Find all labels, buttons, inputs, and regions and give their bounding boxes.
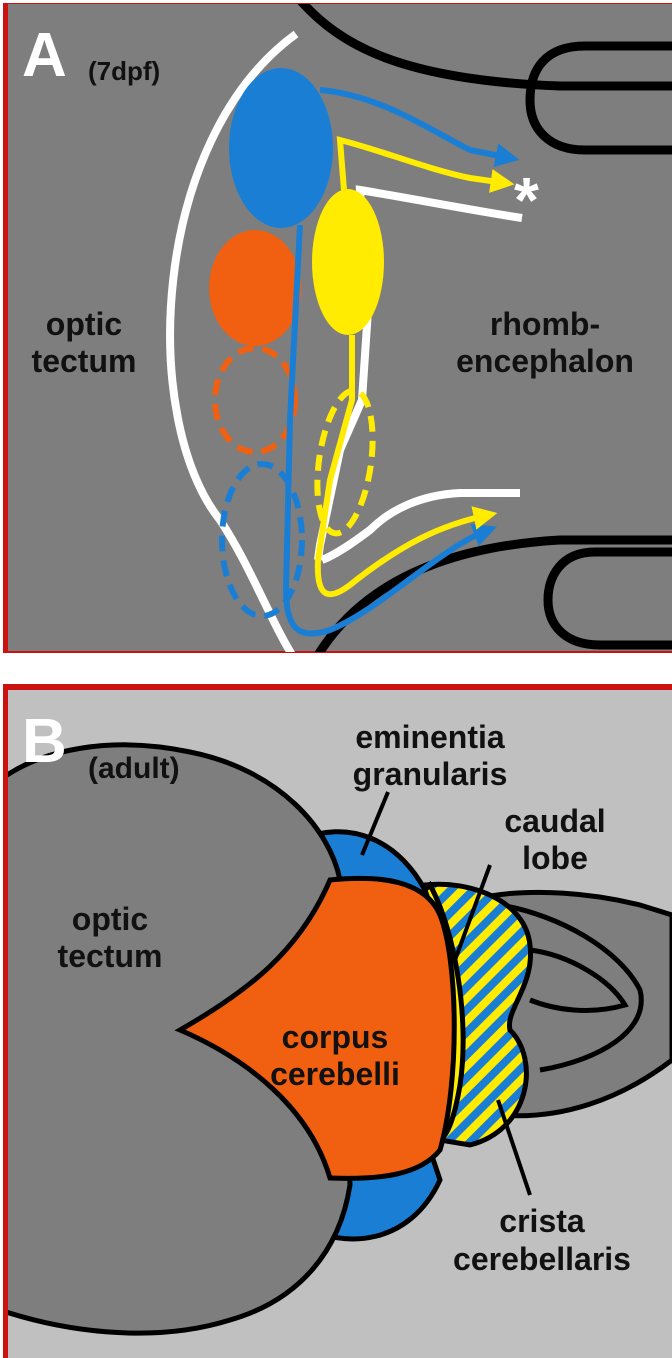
label-optic-tectum-line1: optic [46,306,122,342]
label-corpus-line1: corpus [282,1019,389,1055]
label-crista-line1: crista [499,1203,585,1239]
orange-oval [209,230,301,346]
panel-b-stage: (adult) [88,752,180,785]
asterisk: * [514,164,539,236]
label-corpus-line2: cerebelli [270,1056,400,1092]
panel-a-letter: A [22,21,67,90]
blue-oval-dorsal [229,68,333,228]
panel-b: B (adult) eminentia granularis caudal lo… [0,684,672,1358]
label-eminentia-line2: granularis [353,756,508,792]
panel-a: A (7dpf) * optic tectum rhomb- encephalo… [3,0,672,660]
label-optic-line2: tectum [58,938,163,974]
yellow-oval [312,189,384,335]
panel-a-stage: (7dpf) [88,56,160,86]
label-eminentia-line1: eminentia [355,719,505,755]
label-rhombencephalon-line1: rhomb- [490,306,600,342]
label-caudal-line2: lobe [522,840,588,876]
label-caudal-line1: caudal [504,803,605,839]
label-crista-line2: cerebellaris [453,1241,631,1277]
panel-b-letter: B [22,707,67,776]
label-optic-line1: optic [72,901,148,937]
label-rhombencephalon-line2: encephalon [456,343,634,379]
label-optic-tectum-line2: tectum [32,343,137,379]
